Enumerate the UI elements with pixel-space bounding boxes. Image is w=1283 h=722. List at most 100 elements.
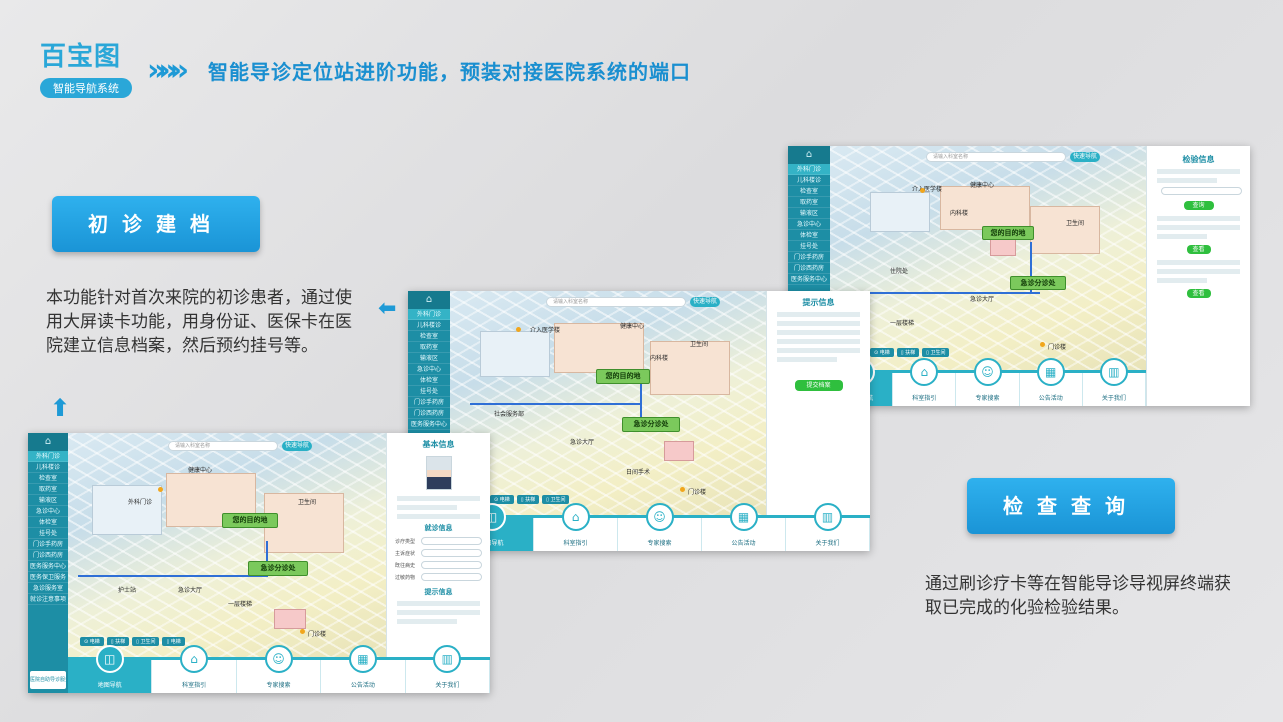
- sidebar-item[interactable]: 挂号处: [408, 386, 450, 397]
- date-field[interactable]: [1161, 187, 1242, 195]
- visit-type-input[interactable]: [421, 537, 482, 545]
- restroom-tool[interactable]: ▯ 卫生间: [542, 495, 570, 504]
- sidebar-item[interactable]: 体检室: [28, 517, 68, 528]
- search-input[interactable]: 请输入科室名称: [926, 152, 1066, 162]
- symptom-field: 主诉症状: [395, 549, 482, 557]
- nav-map[interactable]: ◫地图导航: [68, 645, 153, 693]
- elevator-tool[interactable]: ⊙ 电梯: [80, 637, 104, 646]
- sidebar-item[interactable]: 检查室: [408, 331, 450, 342]
- search-input[interactable]: 请输入科室名称: [546, 297, 686, 307]
- allergy-input[interactable]: [421, 573, 482, 581]
- history-input[interactable]: [421, 561, 482, 569]
- sidebar-item[interactable]: 外科门诊: [28, 451, 68, 462]
- nav-departments[interactable]: ⌂科室指引: [152, 645, 237, 693]
- quick-nav-button[interactable]: 快速导航: [1070, 152, 1100, 162]
- lift-tool[interactable]: ▯ 电梯: [162, 637, 185, 646]
- nav-announcements[interactable]: ▦公告活动: [1020, 358, 1083, 406]
- map-view[interactable]: 请输入科室名称 快速导航 您的目的地 急诊分诊处 介入医学楼 健康中心 卫生间 …: [450, 291, 766, 515]
- sidebar-item[interactable]: 检查室: [788, 186, 830, 197]
- sidebar-item[interactable]: 儿科楼诊: [28, 462, 68, 473]
- map-label: 内科楼: [650, 355, 669, 362]
- escalator-tool[interactable]: ▯ 扶梯: [896, 348, 920, 357]
- escalator-tool[interactable]: ▯ 扶梯: [106, 637, 130, 646]
- sidebar-item[interactable]: 急诊中心: [28, 506, 68, 517]
- sidebar-item[interactable]: 急诊中心: [408, 364, 450, 375]
- poi-dot-icon: [1040, 342, 1045, 347]
- map-label: 介入医学楼: [530, 327, 561, 334]
- map-label: 一层楼梯: [228, 601, 253, 608]
- sidebar-item[interactable]: 取药室: [28, 484, 68, 495]
- sidebar-item[interactable]: 挂号处: [788, 241, 830, 252]
- nav-departments[interactable]: ⌂科室指引: [534, 503, 618, 551]
- nav-about[interactable]: ▥关于我们: [406, 645, 490, 693]
- sidebar-item[interactable]: 取药室: [408, 342, 450, 353]
- map-label: 健康中心: [970, 182, 995, 189]
- map-label: 门诊楼: [308, 631, 327, 638]
- sidebar-item[interactable]: 体检室: [408, 375, 450, 386]
- sidebar-item[interactable]: 门诊西药房: [408, 408, 450, 419]
- nav-announcements[interactable]: ▦公告活动: [702, 503, 786, 551]
- exam-query-button[interactable]: 检查查询: [967, 478, 1175, 534]
- sidebar-item[interactable]: 输液区: [788, 208, 830, 219]
- sidebar-item[interactable]: 医务服务中心: [408, 419, 450, 430]
- sidebar-item[interactable]: 门诊手药房: [788, 252, 830, 263]
- route-path: [470, 403, 640, 405]
- nav-about[interactable]: ▥关于我们: [1083, 358, 1147, 406]
- sidebar-item[interactable]: 取药室: [788, 197, 830, 208]
- allergy-field: 过敏药物: [395, 573, 482, 581]
- route-path: [78, 575, 268, 577]
- elevator-tool[interactable]: ⊙ 电梯: [490, 495, 514, 504]
- visit-info-title: 就诊信息: [424, 524, 453, 532]
- sidebar-item[interactable]: 急诊服务室: [28, 583, 68, 594]
- escalator-tool[interactable]: ▯ 扶梯: [516, 495, 540, 504]
- view-result-button[interactable]: 查看: [1186, 245, 1211, 254]
- sidebar-item[interactable]: 门诊西药房: [28, 550, 68, 561]
- prompt-info-title: 提示信息: [802, 298, 835, 307]
- restroom-tool[interactable]: ▯ 卫生间: [132, 637, 160, 646]
- map-label: 社会服务部: [494, 411, 525, 418]
- submit-record-button[interactable]: 提交档案: [794, 380, 843, 391]
- sidebar-item[interactable]: 急诊中心: [788, 219, 830, 230]
- nav-announcements[interactable]: ▦公告活动: [321, 645, 406, 693]
- map-label: 外科门诊: [128, 499, 153, 506]
- map-label: 介入医学楼: [912, 186, 943, 193]
- sidebar-item[interactable]: 检查室: [28, 473, 68, 484]
- map-label: 护士站: [118, 587, 137, 594]
- sidebar-item[interactable]: 门诊手药房: [408, 397, 450, 408]
- sidebar-item[interactable]: 医务保卫服务: [28, 574, 68, 583]
- view-result-button[interactable]: 查看: [1186, 289, 1211, 298]
- sidebar-item[interactable]: 体检室: [788, 230, 830, 241]
- map-view[interactable]: 请输入科室名称 快速导航 您的目的地 急诊分诊处 健康中心 卫生间 外科门诊 急…: [68, 433, 386, 657]
- search-input[interactable]: 请输入科室名称: [168, 441, 278, 451]
- symptom-input[interactable]: [421, 549, 482, 557]
- sidebar-item[interactable]: 门诊西药房: [788, 263, 830, 274]
- sidebar-item[interactable]: 门诊手药房: [28, 539, 68, 550]
- sidebar-item[interactable]: 输液区: [28, 495, 68, 506]
- sidebar-item[interactable]: 外科门诊: [788, 164, 830, 175]
- quick-nav-button[interactable]: 快速导航: [690, 297, 720, 307]
- exam-info-title: 检验信息: [1182, 155, 1215, 164]
- sidebar-item[interactable]: 就诊注意事项: [28, 596, 68, 605]
- sidebar-item[interactable]: 输液区: [408, 353, 450, 364]
- sidebar-item[interactable]: 医务服务中心: [28, 563, 68, 572]
- map-label: 一层楼梯: [890, 320, 915, 327]
- sidebar-item[interactable]: 儿科楼诊: [788, 175, 830, 186]
- poi-dot-icon: [158, 487, 163, 492]
- restroom-tool[interactable]: ▯ 卫生间: [922, 348, 950, 357]
- map-view[interactable]: 请输入科室名称 快速导航 您的目的地 急诊分诊处 介入医学楼 健康中心 卫生间 …: [830, 146, 1146, 370]
- map-tools: ⊙ 电梯 ▯ 扶梯 ▯ 卫生间: [870, 348, 950, 357]
- nav-departments[interactable]: ⌂科室指引: [893, 358, 957, 406]
- sidebar-item[interactable]: 儿科楼诊: [408, 320, 450, 331]
- sidebar-item[interactable]: 医务服务中心: [788, 274, 830, 285]
- nav-experts[interactable]: ☺专家搜索: [618, 503, 702, 551]
- sidebar-item[interactable]: 外科门诊: [408, 309, 450, 320]
- bottom-nav: ◫地图导航 ⌂科室指引 ☺专家搜索 ▦公告活动 ▥关于我们: [68, 645, 490, 693]
- query-button[interactable]: 查询: [1183, 201, 1214, 210]
- quick-nav-button[interactable]: 快速导航: [282, 441, 312, 451]
- sidebar-item[interactable]: 挂号处: [28, 528, 68, 539]
- elevator-tool[interactable]: ⊙ 电梯: [870, 348, 894, 357]
- nav-experts[interactable]: ☺专家搜索: [237, 645, 322, 693]
- first-visit-registration-button[interactable]: 初诊建档: [52, 196, 260, 252]
- nav-experts[interactable]: ☺专家搜索: [956, 358, 1020, 406]
- nav-about[interactable]: ▥关于我们: [786, 503, 870, 551]
